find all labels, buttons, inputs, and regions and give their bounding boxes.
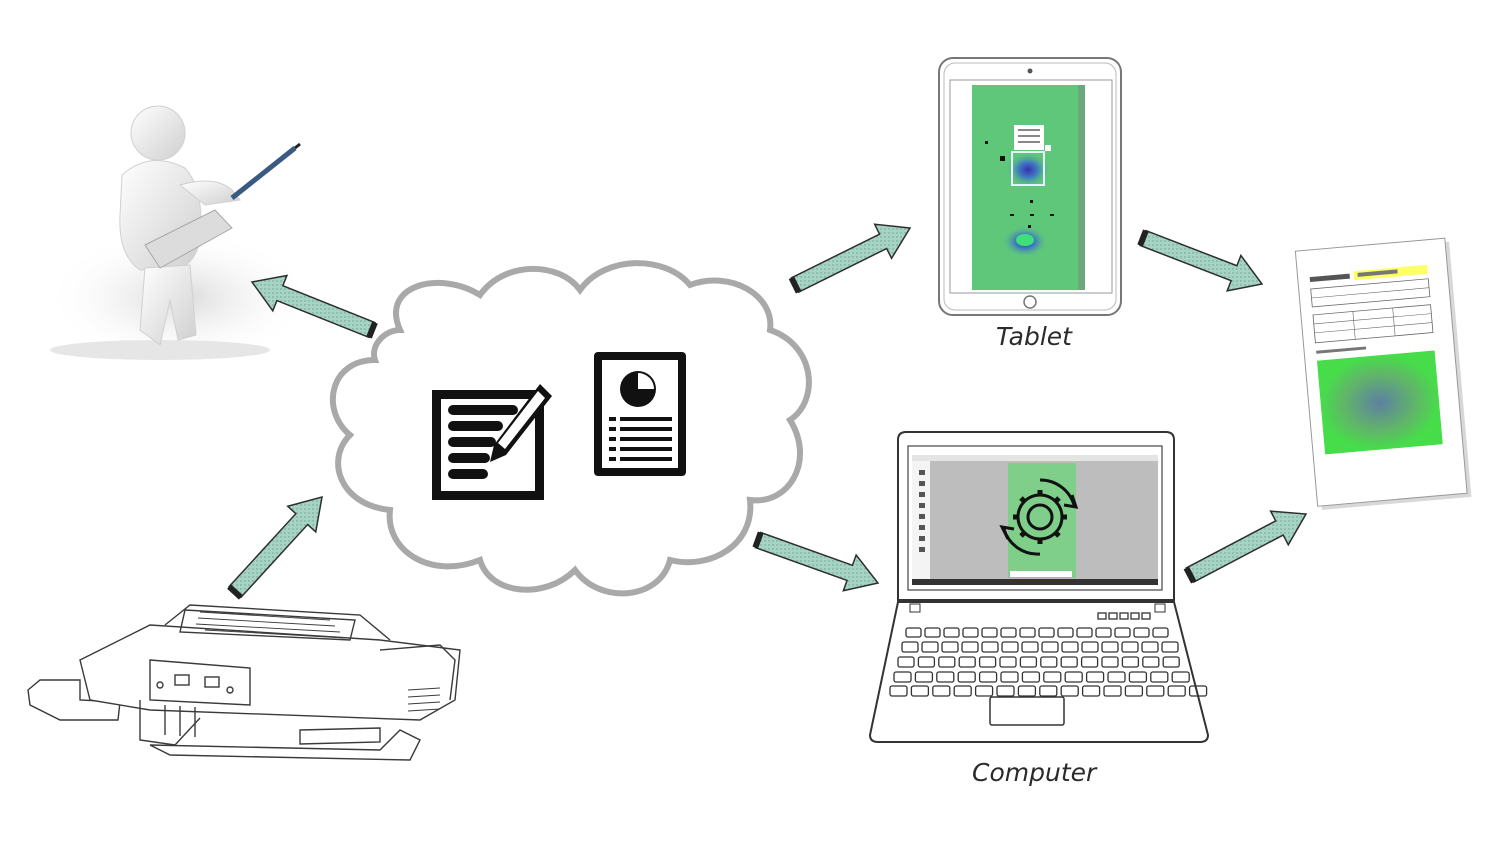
cloud	[329, 260, 812, 597]
keyboard-key	[1121, 656, 1140, 668]
keyboard-key	[1019, 627, 1036, 638]
keyboard-key	[889, 685, 908, 697]
keyboard-key	[962, 627, 979, 638]
keyboard-key	[1121, 641, 1139, 653]
laptop-screen-app	[912, 455, 1158, 585]
arrow-cloud-to-computer-tail	[752, 531, 764, 549]
keyboard-key	[958, 656, 976, 668]
technician-with-screwdriver-figure	[45, 105, 315, 365]
keyboard-key	[978, 656, 997, 668]
keyboard-key	[974, 685, 994, 697]
arrow-cloud-to-computer	[754, 531, 880, 592]
keyboard-key	[1000, 627, 1017, 638]
keyboard-key	[1060, 656, 1078, 668]
arrow-cloud-to-tablet	[790, 223, 912, 294]
laptop-computer	[868, 431, 1210, 743]
keyboard-key	[1001, 641, 1019, 653]
keyboard-key	[1150, 671, 1169, 683]
keyboard-key	[1039, 685, 1058, 697]
keyboard-key	[1019, 656, 1038, 668]
tablet-caption: Tablet	[996, 322, 1072, 351]
keyboard-key	[1167, 685, 1186, 697]
computer-caption: Computer	[972, 758, 1097, 787]
tablet-device	[938, 57, 1122, 316]
keyboard-key	[1021, 641, 1039, 653]
keyboard-key	[1101, 641, 1119, 653]
keyboard-key	[905, 627, 922, 638]
arrow-computer-to-report	[1185, 510, 1308, 584]
keyboard-key	[1141, 641, 1159, 653]
keyboard-key	[1171, 671, 1190, 683]
arrow-device-to-cloud	[228, 495, 323, 599]
keyboard-key	[1162, 656, 1180, 668]
keyboard-key	[1057, 627, 1074, 638]
keyboard-key	[981, 627, 998, 638]
keyboard-key	[1107, 671, 1126, 683]
keyboard-key	[1188, 685, 1208, 697]
tablet-screen-scan	[972, 85, 1085, 290]
keyboard-key	[936, 671, 955, 683]
keyboard-key	[1146, 685, 1165, 697]
keyboard-key	[961, 641, 979, 653]
arrow-cloud-to-technician-tail	[366, 321, 378, 339]
keyboard-key	[1076, 627, 1093, 638]
laptop-keyboard	[889, 627, 1208, 697]
keyboard-key	[981, 641, 999, 653]
edit-document-icon	[432, 384, 552, 500]
keyboard-key	[1124, 685, 1144, 697]
keyboard-key	[921, 641, 939, 653]
arrow-device-to-cloud-tail	[227, 584, 243, 600]
keyboard-key	[941, 641, 959, 653]
flow-arrows	[227, 223, 1308, 600]
keyboard-key	[1103, 685, 1122, 697]
keyboard-key	[953, 685, 972, 697]
keyboard-key	[897, 656, 915, 668]
keyboard-key	[1101, 656, 1119, 668]
arrow-computer-to-report-tail	[1183, 566, 1197, 584]
keyboard-key	[1142, 656, 1160, 668]
keyboard-key	[1081, 685, 1101, 697]
keyboard-key	[1095, 627, 1112, 638]
keyboard-key	[999, 656, 1017, 668]
keyboard-key	[1043, 671, 1062, 683]
arrow-tablet-to-report	[1139, 229, 1264, 292]
arrow-cloud-to-tablet-tail	[788, 276, 802, 294]
keyboard-key	[1060, 685, 1079, 697]
keyboard-key	[914, 671, 934, 683]
arrow-cloud-to-technician	[250, 274, 376, 339]
keyboard-key	[1133, 627, 1150, 638]
printed-report-page	[1294, 237, 1472, 510]
keyboard-key	[1080, 656, 1099, 668]
gear-sync-icon	[999, 478, 1079, 556]
keyboard-key	[1041, 641, 1059, 653]
keyboard-key	[1038, 627, 1055, 638]
keyboard-key	[901, 641, 919, 653]
keyboard-key	[1040, 656, 1058, 668]
keyboard-key	[943, 627, 960, 638]
keyboard-key	[1017, 685, 1037, 697]
keyboard-key	[1152, 627, 1169, 638]
report-document-icon	[594, 352, 686, 476]
keyboard-key	[978, 671, 998, 683]
keyboard-key	[1021, 671, 1041, 683]
keyboard-key	[1061, 641, 1079, 653]
keyboard-key	[917, 656, 936, 668]
keyboard-key	[1085, 671, 1105, 683]
keyboard-key	[1114, 627, 1131, 638]
keyboard-key	[893, 671, 912, 683]
keyboard-key	[996, 685, 1015, 697]
keyboard-key	[910, 685, 930, 697]
arrow-tablet-to-report-tail	[1137, 229, 1149, 247]
keyboard-key	[932, 685, 951, 697]
keyboard-key	[938, 656, 956, 668]
keyboard-key	[1081, 641, 1099, 653]
keyboard-key	[1064, 671, 1083, 683]
keyboard-key	[924, 627, 941, 638]
keyboard-key	[957, 671, 976, 683]
inspection-instrument-device	[27, 604, 461, 761]
keyboard-key	[1000, 671, 1019, 683]
keyboard-key	[1161, 641, 1179, 653]
keyboard-key	[1128, 671, 1148, 683]
